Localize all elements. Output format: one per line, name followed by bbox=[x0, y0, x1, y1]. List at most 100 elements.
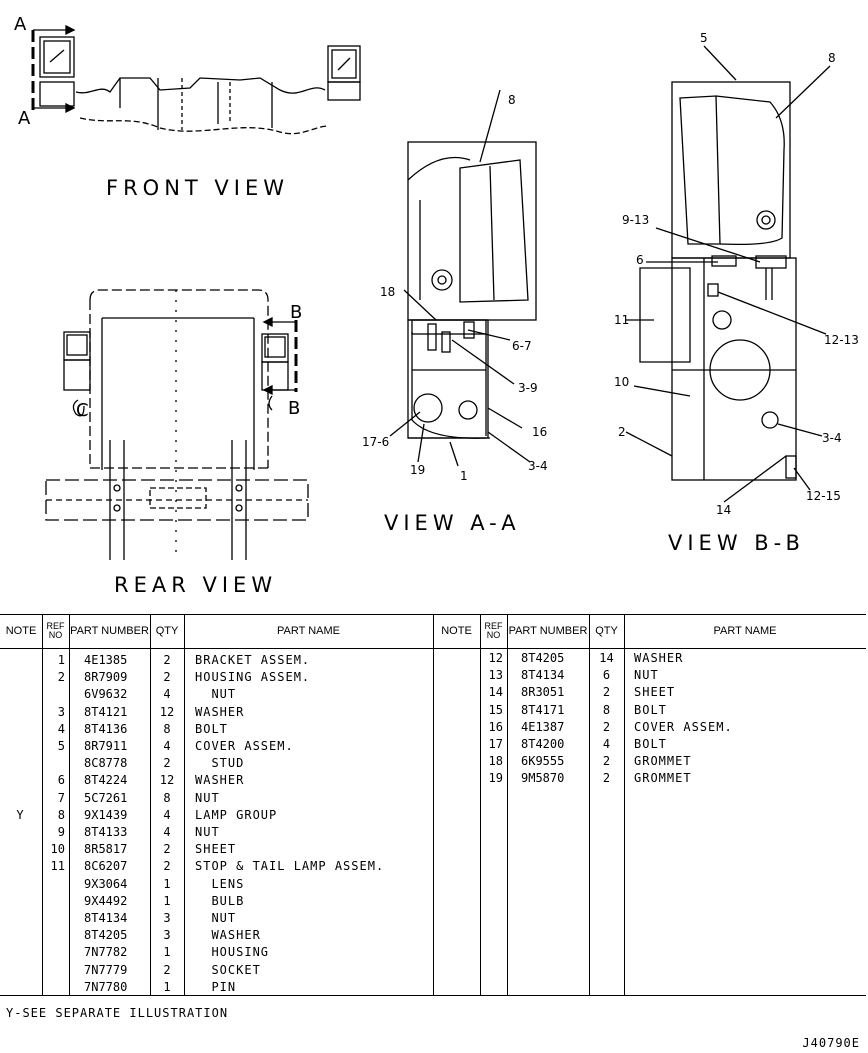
part-number-cell: 8R3051 bbox=[521, 685, 565, 700]
qty-cell: 8 bbox=[602, 702, 611, 717]
qty-cell: 1 bbox=[163, 893, 171, 908]
section-letter-c: C bbox=[76, 400, 89, 421]
part-name-cell: SHEET bbox=[634, 685, 676, 700]
ref-cell: 12 bbox=[488, 651, 503, 665]
ref-cell: 7 bbox=[57, 790, 65, 805]
front-view-label: FRONT VIEW bbox=[106, 176, 289, 200]
part-number-cell: 8T4134 bbox=[84, 911, 128, 925]
part-name-cell: NUT bbox=[195, 790, 220, 805]
ref-cell: 17 bbox=[488, 737, 503, 751]
callout-aa: 1 bbox=[460, 469, 468, 483]
qty-cell: 2 bbox=[163, 842, 171, 857]
ref-cell: 6 bbox=[57, 773, 65, 788]
qty-cell: 12 bbox=[159, 704, 175, 719]
qty-cell: 4 bbox=[163, 687, 171, 702]
table-row: 3 8T4121 12 WASHER bbox=[0, 704, 866, 721]
callout-bb: 10 bbox=[614, 375, 629, 389]
part-name-cell: BOLT bbox=[634, 702, 667, 717]
ref-cell: 14 bbox=[488, 685, 503, 700]
part-number-cell: 4E1387 bbox=[521, 719, 565, 734]
qty-cell: 4 bbox=[163, 739, 171, 753]
drawing-code: J40790E bbox=[802, 1036, 860, 1050]
part-number-cell: 8T4205 bbox=[521, 651, 565, 665]
header-part-name-right: PART NAME bbox=[713, 625, 777, 637]
qty-cell: 2 bbox=[602, 719, 611, 734]
part-number-cell: 8T4136 bbox=[84, 721, 128, 736]
section-letter-b-bottom: B bbox=[288, 398, 300, 419]
header-note-left: NOTE bbox=[5, 625, 37, 637]
ref-cell: 10 bbox=[50, 842, 65, 857]
callout-bb: 12-13 bbox=[824, 333, 859, 347]
callout-bb: 9-13 bbox=[622, 213, 649, 227]
part-name-cell: LAMP GROUP bbox=[195, 807, 278, 822]
qty-cell: 4 bbox=[163, 807, 171, 822]
front-view-drawing bbox=[31, 24, 361, 135]
callout-bb: 14 bbox=[716, 503, 731, 517]
footer-note: Y-SEE SEPARATE ILLUSTRATION bbox=[6, 1006, 229, 1020]
qty-cell: 4 bbox=[602, 737, 611, 751]
part-name-cell: WASHER bbox=[195, 704, 245, 719]
part-number-cell: 7N7780 bbox=[84, 979, 128, 994]
part-number-cell: 8T4200 bbox=[521, 737, 565, 751]
callout-bb: 6 bbox=[636, 253, 644, 267]
ref-cell: 11 bbox=[50, 859, 65, 874]
section-letter-a-bottom: A bbox=[18, 108, 31, 129]
table-row: 14 8R3051 2 SHEET bbox=[0, 684, 866, 701]
part-name-cell: STUD bbox=[195, 756, 245, 771]
table-row: 8T4134 3 NUT bbox=[0, 910, 866, 927]
callout-aa: 3-9 bbox=[518, 381, 538, 395]
part-name-cell: NUT bbox=[195, 687, 237, 702]
callout-aa: 3-4 bbox=[528, 459, 548, 473]
part-name-cell: SOCKET bbox=[195, 962, 261, 977]
part-number-cell: 9X1439 bbox=[84, 807, 128, 822]
qty-cell: 8 bbox=[163, 721, 171, 736]
header-part-number-left: PART NUMBER bbox=[70, 625, 149, 637]
part-number-cell: 7N7782 bbox=[84, 945, 128, 960]
part-name-cell: COVER ASSEM. bbox=[634, 719, 733, 734]
callout-aa: 18 bbox=[380, 285, 395, 299]
header-part-name-left: PART NAME bbox=[277, 625, 340, 637]
part-number-cell: 7N7779 bbox=[84, 962, 128, 977]
ref-cell: 9 bbox=[57, 825, 65, 839]
callout-bb: 2 bbox=[618, 425, 626, 439]
part-name-cell: SHEET bbox=[195, 842, 237, 857]
part-name-cell: NUT bbox=[634, 668, 659, 683]
callout-aa: 17-6 bbox=[362, 435, 389, 449]
qty-cell: 2 bbox=[602, 685, 611, 700]
qty-cell: 2 bbox=[163, 756, 171, 771]
qty-cell: 3 bbox=[163, 911, 171, 925]
callout-bb: 5 bbox=[700, 31, 708, 45]
part-number-cell: 8R7909 bbox=[84, 670, 128, 685]
header-qty-right: QTY bbox=[595, 625, 618, 637]
part-number-cell: 8T4134 bbox=[521, 668, 565, 683]
qty-cell: 12 bbox=[159, 773, 175, 788]
part-number-cell: 9X4492 bbox=[84, 893, 128, 908]
ref-cell: 19 bbox=[488, 771, 503, 786]
part-name-cell: HOUSING bbox=[195, 945, 270, 960]
illustration-svg: A A B B C FRONT VIEW REAR VIEW VIEW A-A … bbox=[14, 14, 859, 597]
header-part-number-right: PART NUMBER bbox=[508, 625, 588, 637]
view-bb-label: VIEW B-B bbox=[668, 531, 805, 555]
section-letter-a-top: A bbox=[14, 14, 27, 35]
part-number-cell: 8T4121 bbox=[84, 704, 128, 719]
part-number-cell: 8R7911 bbox=[84, 739, 128, 753]
part-name-cell: WASHER bbox=[195, 928, 261, 943]
part-number-cell: 8T4205 bbox=[84, 928, 128, 943]
part-name-cell: NUT bbox=[195, 911, 237, 925]
qty-cell: 2 bbox=[602, 754, 611, 769]
view-aa-label: VIEW A-A bbox=[384, 511, 521, 535]
part-name-cell: NUT bbox=[195, 825, 220, 839]
part-number-cell: 8C6207 bbox=[84, 859, 128, 874]
part-name-cell: WASHER bbox=[634, 651, 684, 665]
ref-cell: 3 bbox=[57, 704, 65, 719]
